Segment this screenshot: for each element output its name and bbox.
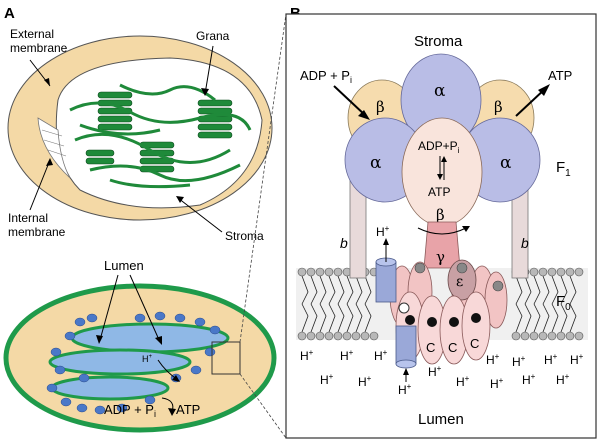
stroma-label-b: Stroma <box>414 33 463 50</box>
epsilon-label: ε <box>456 274 463 290</box>
f1-label: F1 <box>556 159 571 179</box>
stator-b-label-left: b <box>340 235 348 251</box>
grana-label: Grana <box>196 29 230 43</box>
thylakoid-membranes <box>48 322 230 401</box>
panel-a-letter: A <box>4 5 15 22</box>
svg-text:H+: H+ <box>320 372 334 387</box>
c-subunit-empty-site <box>398 302 410 314</box>
lumen-label-a: Lumen <box>104 258 144 273</box>
svg-text:H+: H+ <box>570 352 584 367</box>
zoom-region-box <box>211 341 241 375</box>
lumen-protons: H+ H+ H+ H+ H+ H+ H+ H+ H+ H+ H+ H+ H+ H… <box>300 348 584 391</box>
f0-label: F0 <box>556 293 571 313</box>
panel-b: B Stroma b b <box>285 5 597 439</box>
lumen-label-b: Lumen <box>418 411 464 428</box>
zoom-line-bottom <box>239 373 287 439</box>
svg-text:H+: H+ <box>300 348 314 363</box>
c-ring-knobs <box>414 262 504 292</box>
gamma-label: γ <box>436 248 445 266</box>
c-label-4: C <box>470 336 479 351</box>
svg-text:H+: H+ <box>556 372 570 387</box>
svg-text:H+: H+ <box>512 354 526 369</box>
zoom-line-top <box>239 13 287 343</box>
center-adp-pi: ADP+Pi <box>418 139 460 155</box>
adp-pi-in-label: ADP + Pi <box>300 68 352 85</box>
stroma-lamellae <box>69 83 252 189</box>
epsilon-subunit <box>447 259 477 301</box>
svg-text:H+: H+ <box>490 376 504 391</box>
svg-text:H+: H+ <box>358 374 372 389</box>
grana-stacks <box>85 91 233 173</box>
svg-text:H+: H+ <box>522 372 536 387</box>
c-label-3: C <box>448 340 457 355</box>
beta-label-left: β <box>376 98 385 116</box>
svg-text:H+: H+ <box>428 364 442 379</box>
alpha-label-left: α <box>370 153 382 173</box>
hplus-channel-in: H+ <box>398 382 412 397</box>
lipid-tails <box>301 275 577 333</box>
svg-text:H+: H+ <box>340 348 354 363</box>
hplus-channel-out: H+ <box>376 224 390 239</box>
stator-b-label-right: b <box>521 235 529 251</box>
stroma-label-a: Stroma <box>225 229 264 243</box>
hplus-label-a: H+ <box>142 354 153 364</box>
beta-label-right: β <box>494 98 503 116</box>
lipid-heads-top <box>297 267 584 277</box>
internal-membrane-label: Internal membrane <box>8 211 66 239</box>
svg-text:H+: H+ <box>544 352 558 367</box>
svg-text:H+: H+ <box>486 352 500 367</box>
internal-membrane <box>37 117 71 179</box>
atp-label-a: ATP <box>176 402 200 417</box>
alpha-label-top: α <box>434 81 446 101</box>
center-atp: ATP <box>428 185 450 199</box>
c-label-2: C <box>426 340 435 355</box>
svg-text:H+: H+ <box>456 374 470 389</box>
subunit-a-channel-top <box>375 257 397 303</box>
panel-a: A <box>4 5 273 243</box>
external-membrane-label: External membrane <box>10 27 68 55</box>
c-subunit-protons <box>405 313 481 327</box>
subunit-a-channel-bottom <box>395 325 417 369</box>
alpha-label-right: α <box>500 153 512 173</box>
svg-text:H+: H+ <box>374 348 388 363</box>
panel-a-thylakoid: Lumen H+ ADP + Pi ATP <box>3 258 277 433</box>
adp-pi-label-a: ADP + Pi <box>104 402 156 419</box>
atp-out-label: ATP <box>548 68 572 83</box>
beta-label-center: β <box>436 206 445 224</box>
